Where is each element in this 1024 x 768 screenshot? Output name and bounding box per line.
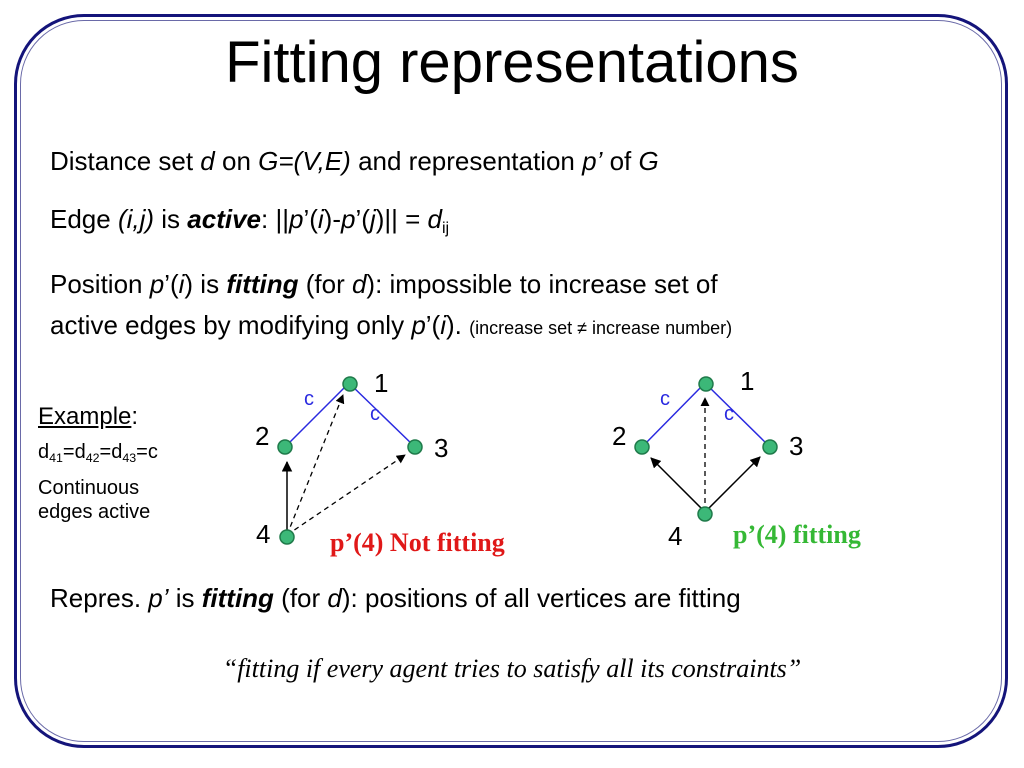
label-left-1: 1 [374, 368, 388, 398]
node-left-1 [342, 376, 358, 392]
label-right-1: 1 [740, 366, 754, 396]
node-right-2 [634, 439, 650, 455]
edge-right-4-3 [704, 456, 761, 513]
line-position-fitting: Position p’(i) is fitting (for d): impos… [50, 269, 718, 299]
slide-frame-inner [20, 20, 1002, 742]
increase-note: (increase set ≠ increase number) [469, 318, 733, 338]
label-left-3: 3 [434, 433, 448, 463]
slide-title: Fitting representations [225, 30, 799, 95]
node-right-4 [697, 506, 713, 522]
edge-right-2-1 [641, 383, 705, 448]
c-label-right-a: c [660, 388, 670, 410]
slide-frame [14, 14, 1008, 748]
node-left-3 [407, 439, 423, 455]
node-left-2 [277, 439, 293, 455]
caption-not-fitting: p’(4) Not fitting [330, 528, 505, 557]
node-left-4 [279, 529, 295, 545]
label-left-2: 2 [255, 421, 269, 451]
example-distances: d41=d42=d43=c [38, 441, 158, 465]
example-heading: Example: [38, 403, 139, 430]
graph-left: 1 2 3 4 c c p’(4) Not fitting [255, 368, 505, 557]
line-active-edges-modify: active edges by modifying only p’(i). (i… [50, 310, 733, 340]
edge-right-4-2 [650, 457, 706, 513]
line-repres-fitting: Repres. p’ is fitting (for d): positions… [50, 583, 741, 613]
c-label-right-b: c [724, 403, 734, 425]
agent-quote: “fitting if every agent tries to satisfy… [222, 654, 802, 683]
edge-left-4-1 [286, 394, 345, 536]
c-label-left-b: c [370, 403, 380, 425]
label-right-3: 3 [789, 431, 803, 461]
edge-left-2-1 [284, 383, 349, 448]
edge-left-4-3 [286, 454, 406, 536]
edge-left-1-3 [349, 383, 416, 448]
label-right-2: 2 [612, 421, 626, 451]
line-distance-set: Distance set d on G=(V,E) and representa… [50, 146, 659, 176]
label-right-4: 4 [668, 521, 682, 551]
line-active-edge: Edge (i,j) is active: ||p’(i)-p’(j)|| = … [50, 204, 450, 238]
node-right-3 [762, 439, 778, 455]
label-left-4: 4 [256, 519, 270, 549]
caption-fitting: p’(4) fitting [733, 520, 861, 549]
c-label-left-a: c [304, 388, 314, 410]
graph-right: 1 2 3 4 c c p’(4) fitting [612, 366, 861, 551]
edge-right-1-3 [705, 383, 771, 448]
node-right-1 [698, 376, 714, 392]
